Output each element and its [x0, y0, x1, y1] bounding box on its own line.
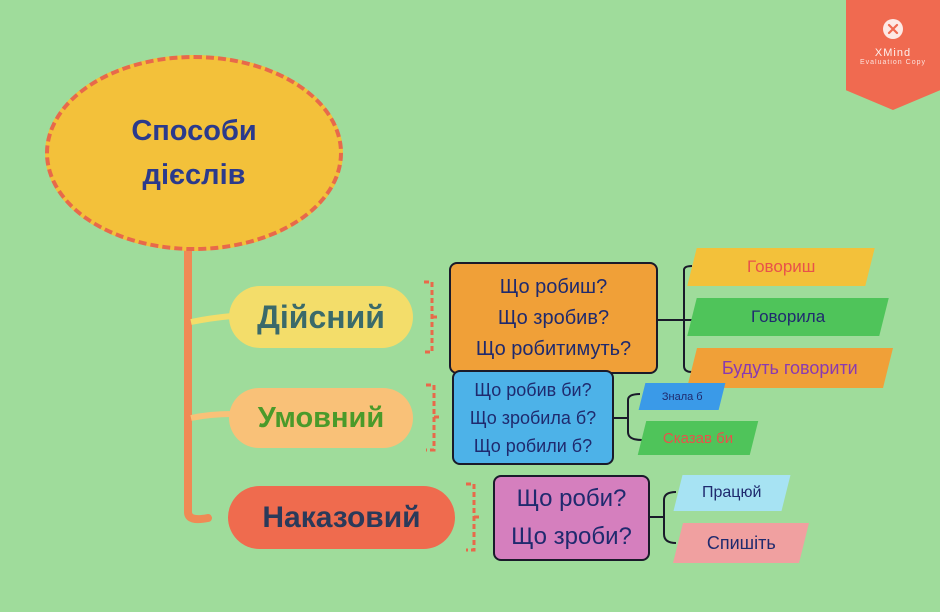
connector-q1 — [658, 265, 693, 373]
question: Що робив би? — [474, 379, 592, 400]
xmind-logo-icon — [883, 19, 903, 39]
connector-q3 — [650, 491, 677, 544]
questions-box-umovnyj[interactable]: Що робив би? Що зробила б? Що робили б? — [452, 370, 614, 465]
watermark-brand: XMind — [874, 47, 912, 59]
example-spyshit[interactable]: Спишіть — [673, 523, 809, 563]
branch-umovnyj[interactable]: Умовний — [229, 388, 413, 448]
connector-q2 — [614, 393, 643, 441]
branch2-connector — [190, 411, 233, 421]
example-budut-govoryty[interactable]: Будуть говорити — [687, 348, 893, 388]
trunk-line — [184, 242, 212, 524]
question: Що робили б? — [473, 435, 593, 456]
question: Що роби? — [516, 485, 627, 512]
questions-box-dijsnyj[interactable]: Що робиш? Що зробив? Що робитимуть? — [449, 262, 658, 374]
bracket-2 — [426, 383, 442, 452]
example-govoryla[interactable]: Говорила — [687, 298, 889, 336]
example-skazav-by[interactable]: Сказав би — [637, 421, 759, 455]
example-znala-b[interactable]: Знала б — [638, 383, 726, 410]
question: Що зроби? — [511, 523, 632, 550]
example-pratsiui[interactable]: Працюй — [673, 475, 791, 511]
question: Що робиш? — [499, 275, 608, 298]
bracket-3 — [466, 482, 482, 552]
example-govorysh[interactable]: Говориш — [687, 248, 875, 286]
question: Що зробила б? — [469, 407, 597, 428]
questions-box-nakazovyj[interactable]: Що роби? Що зроби? — [493, 475, 650, 561]
question: Що зробив? — [497, 306, 610, 329]
branch-dijsnyj[interactable]: Дійсний — [229, 286, 413, 348]
watermark-sub: Evaluation Copy — [860, 59, 926, 66]
question: Що робитимуть? — [475, 337, 632, 360]
central-topic[interactable]: Способи дієслів — [45, 55, 343, 251]
bracket-1 — [424, 280, 440, 354]
branch-nakazovyj[interactable]: Наказовий — [228, 486, 455, 549]
xmind-watermark: XMind Evaluation Copy — [846, 0, 940, 110]
branch1-connector — [190, 313, 233, 325]
